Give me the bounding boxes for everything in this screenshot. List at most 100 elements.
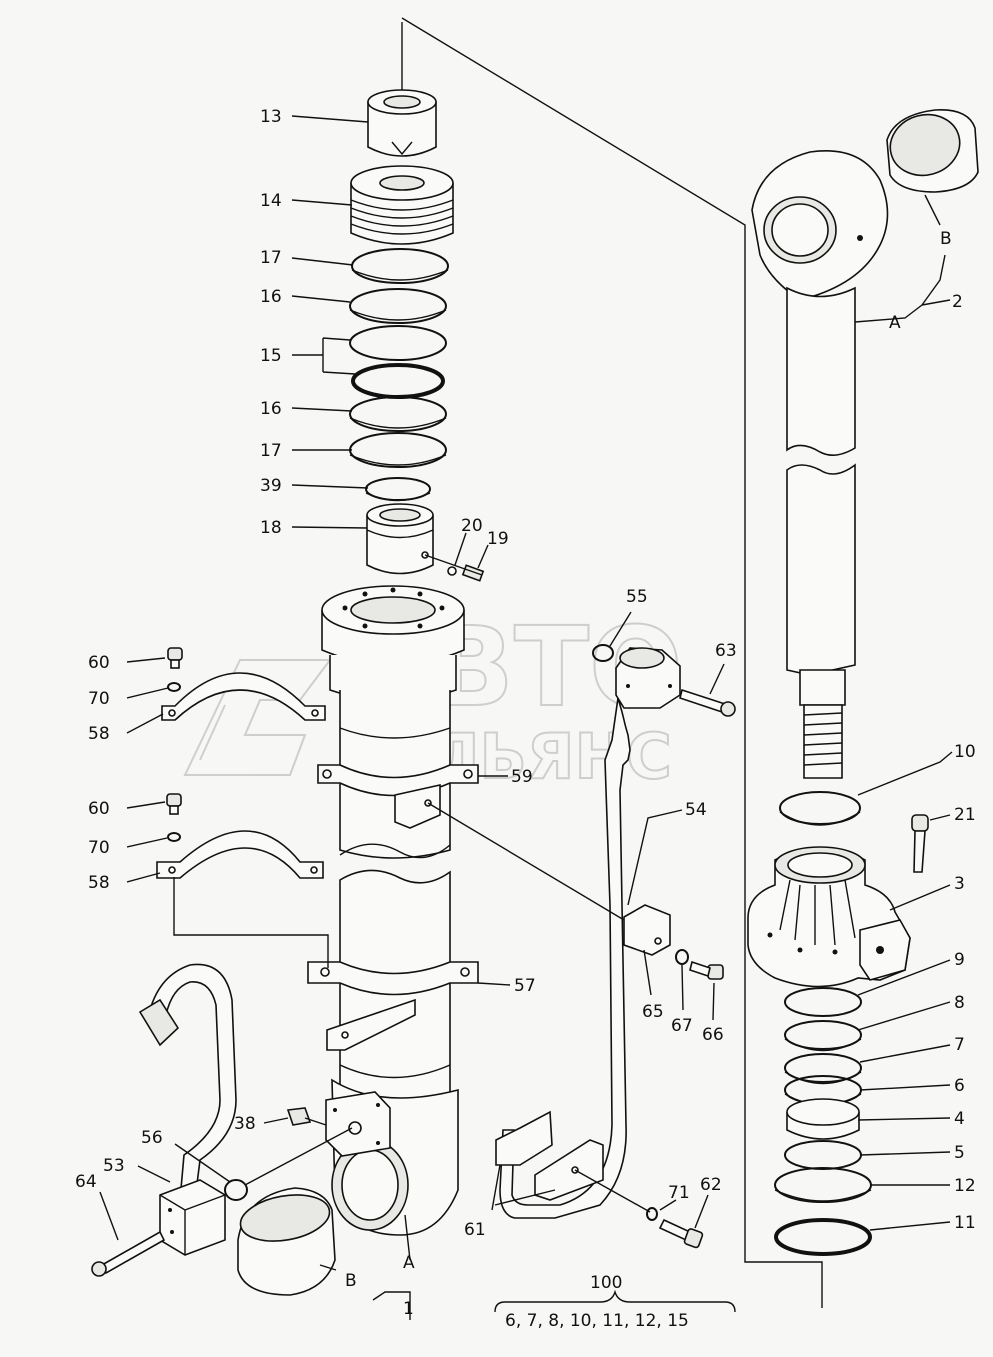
part-54-pipe [499, 697, 631, 1219]
part-71-washer [646, 1207, 658, 1221]
label-58-upper: 58 [88, 724, 110, 744]
label-12: 12 [954, 1176, 976, 1196]
part-62-bolt [658, 1218, 704, 1249]
label-55: 55 [626, 587, 648, 607]
label-3: 3 [954, 874, 965, 894]
label-59: 59 [511, 767, 533, 787]
part-21-bolt [911, 814, 929, 873]
part-12-ring [774, 1167, 872, 1203]
part-11-oring [774, 1218, 872, 1256]
part-18-nut [366, 503, 434, 575]
label-70-upper: 70 [88, 689, 110, 709]
label-63: 63 [715, 641, 737, 661]
part-57-clamp [307, 961, 479, 1051]
part-14-piston [350, 165, 454, 245]
label-60-lower: 60 [88, 799, 110, 819]
part-10-ring [779, 791, 861, 825]
part-4-bushing [786, 1098, 860, 1140]
label-66: 66 [702, 1025, 724, 1045]
part-13-bushing [367, 89, 437, 157]
part-17-ring-upper [351, 248, 449, 284]
part-labels: 13 14 17 16 15 16 17 39 18 20 19 60 70 5… [75, 107, 976, 1331]
leader-lines [99, 115, 953, 1320]
label-71: 71 [668, 1183, 690, 1203]
label-56: 56 [141, 1128, 163, 1148]
part-15-seal [349, 325, 447, 361]
label-B-upper: B [940, 229, 952, 249]
part-2-bushing-B [886, 109, 979, 193]
label-62: 62 [700, 1175, 722, 1195]
part-15-oring [351, 363, 445, 399]
label-19: 19 [487, 529, 509, 549]
kit-contents: 6, 7, 8, 10, 11, 12, 15 [505, 1311, 689, 1331]
part-19-setscrew [461, 564, 485, 582]
part-3-head [747, 846, 911, 988]
label-39: 39 [260, 476, 282, 496]
label-5: 5 [954, 1143, 965, 1163]
part-8-ring [784, 1020, 862, 1050]
label-14: 14 [260, 191, 282, 211]
label-6: 6 [954, 1076, 965, 1096]
part-55-oring [592, 644, 614, 662]
part-67-washer [675, 949, 689, 965]
label-67: 67 [671, 1016, 693, 1036]
label-60-upper: 60 [88, 653, 110, 673]
label-38: 38 [234, 1114, 256, 1134]
label-57: 57 [514, 976, 536, 996]
label-13: 13 [260, 107, 282, 127]
label-9: 9 [954, 950, 965, 970]
part-70-washer-upper [167, 682, 181, 692]
part-65-clamp-block [623, 904, 671, 956]
label-58-lower: 58 [88, 873, 110, 893]
label-21: 21 [954, 805, 976, 825]
fitting-block-55 [615, 647, 681, 709]
label-65: 65 [642, 1002, 664, 1022]
part-60-bolt-upper [167, 647, 183, 669]
assembly-line-top [401, 17, 823, 1308]
part-7-ring [784, 1053, 862, 1083]
part-20-ball [447, 566, 457, 576]
label-A-upper: A [889, 313, 901, 333]
label-11: 11 [954, 1213, 976, 1233]
label-4: 4 [954, 1109, 965, 1129]
part-1-bushing [237, 1187, 336, 1296]
label-15: 15 [260, 346, 282, 366]
part-9-ring [784, 987, 862, 1017]
part-38-fitting [286, 1107, 327, 1126]
part-70-washer-lower [167, 832, 181, 842]
cylinder-tube [321, 585, 465, 1236]
label-61: 61 [464, 1220, 486, 1240]
label-17-lower: 17 [260, 441, 282, 461]
label-16-lower: 16 [260, 399, 282, 419]
label-18: 18 [260, 518, 282, 538]
label-B-lower: B [345, 1271, 357, 1291]
part-58-clamp-lower [156, 830, 324, 879]
part-56-oring [224, 1179, 248, 1201]
part-16-ring-upper [349, 288, 447, 324]
label-20: 20 [461, 516, 483, 536]
label-8: 8 [954, 993, 965, 1013]
label-16-upper: 16 [260, 287, 282, 307]
label-17-upper: 17 [260, 248, 282, 268]
label-53: 53 [103, 1156, 125, 1176]
watermark-logo [183, 659, 332, 776]
label-7: 7 [954, 1035, 965, 1055]
part-5-snap-ring [784, 1140, 862, 1170]
label-10: 10 [954, 742, 976, 762]
part-59-clamp [317, 764, 479, 829]
label-1: 1 [403, 1299, 414, 1319]
part-60-bolt-lower [166, 793, 182, 815]
kit-number: 100 [590, 1273, 622, 1293]
label-70-lower: 70 [88, 838, 110, 858]
label-64: 64 [75, 1172, 97, 1192]
left-pipe-assembly [138, 963, 237, 1256]
label-2: 2 [952, 292, 963, 312]
part-66-bolt [689, 960, 724, 980]
part-63-bolt [679, 688, 736, 717]
part-64-bolt [91, 1230, 166, 1277]
label-A-lower: A [403, 1253, 415, 1273]
part-61-clamps [495, 1110, 604, 1201]
label-54: 54 [685, 800, 707, 820]
part-58-clamp-upper [161, 672, 326, 721]
